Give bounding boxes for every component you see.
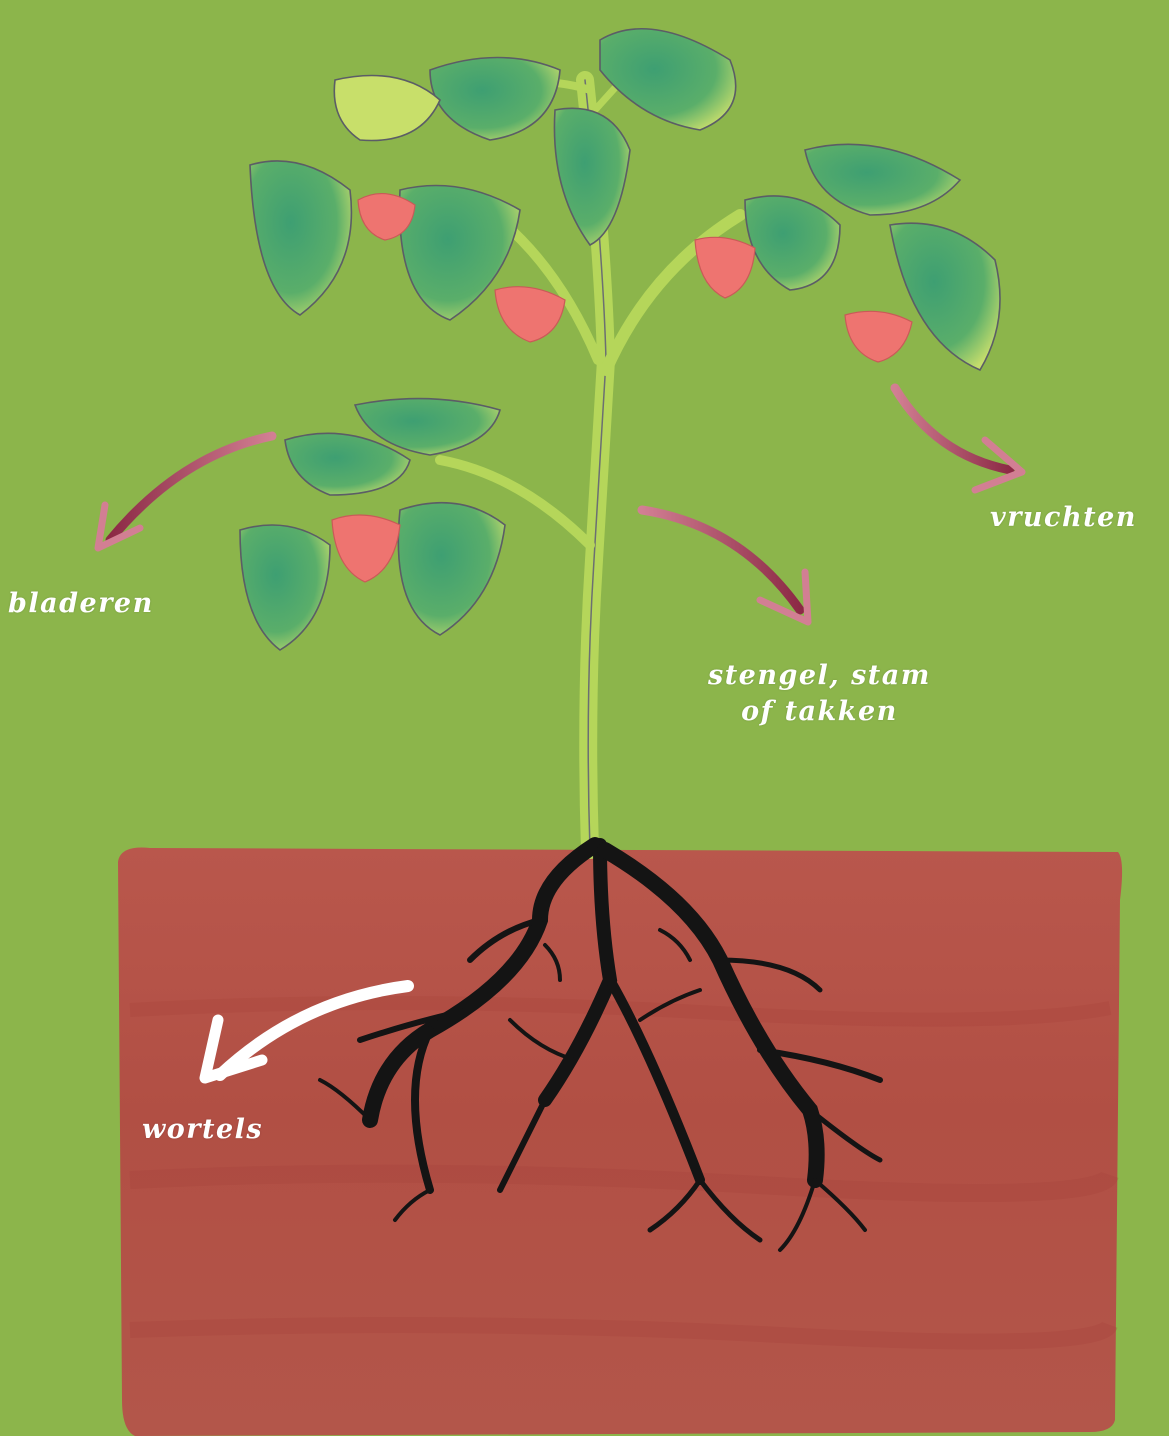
- label-stengel: stengel, stam of takken: [708, 658, 931, 730]
- label-stengel-line2: of takken: [708, 694, 931, 730]
- label-stengel-line1: stengel, stam: [708, 658, 931, 694]
- label-vruchten: vruchten: [990, 500, 1137, 536]
- label-bladeren: bladeren: [8, 586, 154, 622]
- label-wortels: wortels: [142, 1112, 263, 1148]
